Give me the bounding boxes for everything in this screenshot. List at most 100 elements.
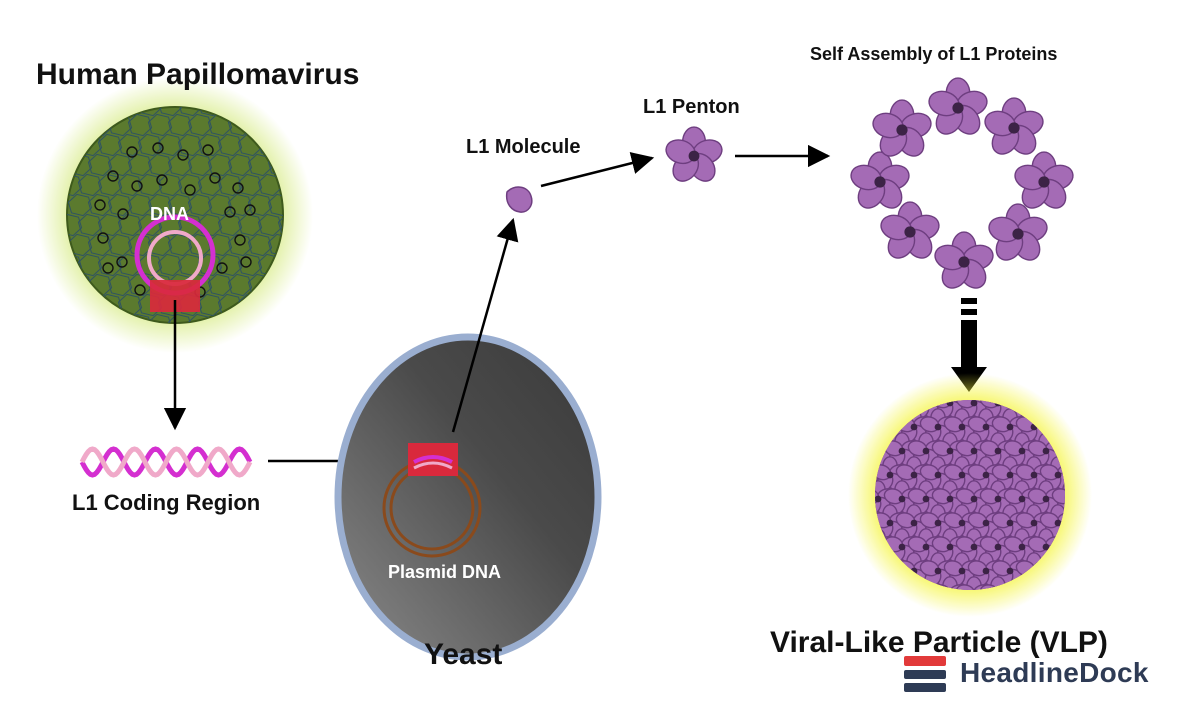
penton-core bbox=[898, 495, 906, 503]
capsomere-cell bbox=[267, 193, 283, 217]
capsomere-cell bbox=[157, 253, 183, 277]
capsomere-cell bbox=[187, 113, 213, 137]
plasmid-insert-dna bbox=[413, 455, 453, 464]
capsid-ring bbox=[131, 180, 143, 192]
capsid-ring bbox=[240, 256, 252, 268]
capsomere-cell bbox=[157, 107, 183, 117]
penton-core bbox=[1006, 423, 1014, 431]
penton-core bbox=[1042, 495, 1050, 503]
capsomere-cell bbox=[107, 153, 133, 177]
capsomere-cell bbox=[137, 107, 163, 117]
penton-core bbox=[922, 495, 930, 503]
capsomere-cell bbox=[77, 173, 103, 197]
arrow-dash-2 bbox=[961, 309, 977, 315]
capsomere-cell bbox=[97, 133, 123, 157]
penton-core bbox=[922, 447, 930, 455]
capsid-ring bbox=[234, 234, 246, 246]
capsomere-cell bbox=[217, 253, 243, 277]
assembly-penton bbox=[872, 99, 932, 157]
capsid-ring bbox=[184, 184, 196, 196]
plasmid-insert-dna-2 bbox=[413, 461, 453, 470]
vlp-label: Viral-Like Particle (VLP) bbox=[770, 626, 1108, 659]
penton-core bbox=[904, 226, 916, 238]
penton-core bbox=[1038, 176, 1050, 188]
capsomere-cell bbox=[127, 113, 153, 137]
headlinedock-logo[interactable]: HeadlineDock bbox=[902, 655, 1149, 691]
capsomere-cell bbox=[237, 253, 263, 277]
capsomere-cell bbox=[137, 213, 163, 237]
penton-core bbox=[970, 447, 978, 455]
penton-core bbox=[994, 543, 1002, 551]
capsid-ring bbox=[152, 142, 164, 154]
penton-core bbox=[1054, 519, 1062, 527]
capsid-ring bbox=[117, 208, 129, 220]
penton-core bbox=[982, 519, 990, 527]
l1-penton-shape bbox=[665, 126, 723, 182]
penton-core bbox=[958, 256, 970, 268]
penton-core bbox=[958, 423, 966, 431]
capsomere-cell bbox=[227, 153, 253, 177]
vlp-penton bbox=[955, 528, 993, 564]
capsid-ring bbox=[107, 170, 119, 182]
capsomere-cell bbox=[127, 153, 153, 177]
capsid-ring bbox=[97, 232, 109, 244]
arrow-shaft bbox=[961, 320, 977, 368]
capsomere-cell bbox=[147, 193, 173, 217]
penton-core bbox=[982, 423, 990, 431]
capsomere-cell bbox=[117, 133, 143, 157]
penton-core bbox=[898, 543, 906, 551]
capsid-ring bbox=[232, 182, 244, 194]
vlp-penton bbox=[967, 408, 1005, 444]
capsomere-cell bbox=[207, 193, 233, 217]
capsomere-cell bbox=[157, 133, 183, 157]
capsomere-cell bbox=[137, 133, 163, 157]
capsomere-cell bbox=[87, 193, 113, 217]
helix-strand-pink bbox=[79, 446, 253, 478]
penton-core bbox=[1018, 495, 1026, 503]
penton-core bbox=[934, 471, 942, 479]
capsomere-cell bbox=[77, 253, 103, 277]
assembly-penton bbox=[984, 97, 1044, 155]
penton-core bbox=[970, 543, 978, 551]
capsomere-cell bbox=[107, 193, 133, 217]
capsomere-cell bbox=[117, 213, 143, 237]
dna-label: DNA bbox=[150, 204, 189, 224]
capsomere-cell bbox=[197, 253, 223, 277]
penton-core bbox=[958, 471, 966, 479]
l1-penton-single bbox=[665, 126, 723, 182]
penton-core bbox=[994, 447, 1002, 455]
penton-core bbox=[952, 102, 964, 114]
capsomere-cell bbox=[127, 273, 153, 297]
penton-core bbox=[934, 519, 942, 527]
penton-core bbox=[910, 423, 918, 431]
penton-core bbox=[1054, 471, 1062, 479]
assembly-penton bbox=[880, 201, 940, 259]
penton-core bbox=[1030, 471, 1038, 479]
assembly-penton bbox=[1014, 151, 1074, 209]
arrow-molecule-to-penton bbox=[540, 152, 655, 188]
capsomere-cell bbox=[107, 233, 133, 257]
penton-core bbox=[688, 150, 700, 162]
arrow-yeast-to-l1-molecule bbox=[451, 217, 519, 433]
capsomere-cell bbox=[247, 233, 273, 257]
arrow-dash-1 bbox=[961, 298, 977, 304]
capsomere-cell bbox=[147, 233, 173, 257]
capsomere-cell bbox=[197, 173, 223, 197]
capsid-ring bbox=[134, 284, 146, 296]
capsomere-cell bbox=[187, 153, 213, 177]
vlp-pentons bbox=[875, 400, 1065, 590]
capsomere-cell bbox=[117, 107, 143, 117]
penton-core bbox=[896, 124, 908, 136]
capsomere-cell bbox=[217, 213, 243, 237]
penton-core bbox=[946, 543, 954, 551]
capsomere-cell bbox=[107, 273, 133, 297]
capsid-ring bbox=[156, 174, 168, 186]
headlinedock-logo-icon bbox=[904, 656, 946, 692]
vlp-penton bbox=[1027, 480, 1065, 516]
penton-core bbox=[1006, 471, 1014, 479]
capsid-ring bbox=[224, 206, 236, 218]
penton-core bbox=[910, 471, 918, 479]
capsomere-cell bbox=[277, 107, 283, 117]
penton-core bbox=[958, 567, 966, 575]
penton-core bbox=[946, 495, 954, 503]
